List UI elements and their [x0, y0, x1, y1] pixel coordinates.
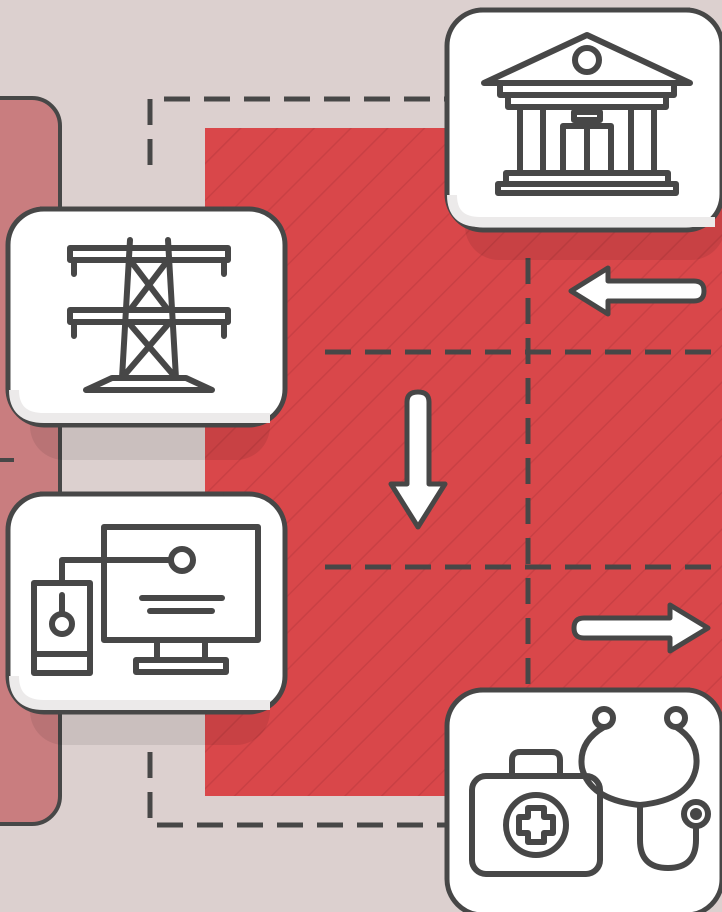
bank-building-icon: [481, 32, 693, 196]
power-tower-tile: [5, 206, 288, 428]
medical-tile: [444, 687, 722, 912]
power-tower-icon: [67, 237, 231, 393]
arrow-down-icon: [388, 389, 448, 530]
bank-tile: [444, 7, 722, 233]
arrow-right-icon: [571, 602, 711, 654]
computer-tile: [5, 491, 288, 715]
medical-kit-and-stethoscope-icon: [469, 706, 711, 877]
computer-and-phone-icon: [31, 524, 261, 676]
arrow-left-icon: [568, 265, 707, 317]
dashed-connectors: [147, 96, 722, 828]
central-red-area: [205, 128, 722, 796]
